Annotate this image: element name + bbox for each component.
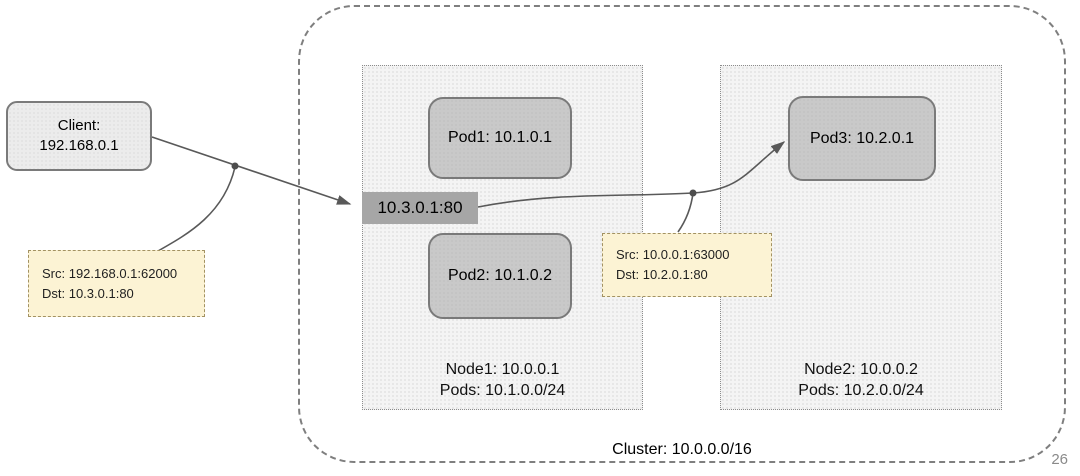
pod3-box: Pod3: 10.2.0.1 [788, 96, 936, 181]
pod1-box: Pod1: 10.1.0.1 [428, 97, 572, 179]
pod1-label: Pod1: 10.1.0.1 [447, 129, 553, 146]
pod2-box: Pod2: 10.1.0.2 [428, 233, 572, 319]
packet-note-client-src: Src: 192.168.0.1:62000 [42, 265, 178, 281]
pod2-label: Pod2: 10.1.0.2 [447, 267, 553, 284]
slide-number: 26 [1051, 451, 1068, 468]
node2-label: Node2: 10.0.0.2 Pods: 10.2.0.0/24 [721, 359, 1001, 401]
node1-label: Node1: 10.0.0.1 Pods: 10.1.0.0/24 [363, 359, 642, 401]
node1-label-line1: Node1: 10.0.0.1 [445, 361, 560, 378]
packet-note-node: Src: 10.0.0.1:63000 Dst: 10.2.0.1:80 [602, 233, 772, 297]
client-box: Client: 192.168.0.1 [6, 101, 152, 171]
packet-note-node-src: Src: 10.0.0.1:63000 [616, 247, 730, 262]
cluster-boundary [298, 5, 1066, 463]
client-label-line1: Client: [57, 117, 101, 134]
node2-label-line2: Pods: 10.2.0.0/24 [798, 382, 924, 399]
cluster-label: Cluster: 10.0.0.0/16 [612, 441, 752, 458]
pod3-label: Pod3: 10.2.0.1 [809, 129, 915, 147]
note1-connector-curve [157, 166, 236, 252]
client-label-line2: 192.168.0.1 [39, 137, 119, 154]
node2-label-line1: Node2: 10.0.0.2 [804, 361, 918, 378]
packet-note-client-dst: Dst: 10.3.0.1:80 [42, 285, 134, 301]
packet-note-client: Src: 192.168.0.1:62000 Dst: 10.3.0.1:80 [28, 250, 205, 317]
node1-label-line2: Pods: 10.1.0.0/24 [439, 382, 566, 399]
service-endpoint-label: 10.3.0.1:80 [362, 192, 478, 224]
junction-dot-1 [231, 162, 239, 170]
packet-note-node-dst: Dst: 10.2.0.1:80 [616, 267, 708, 282]
